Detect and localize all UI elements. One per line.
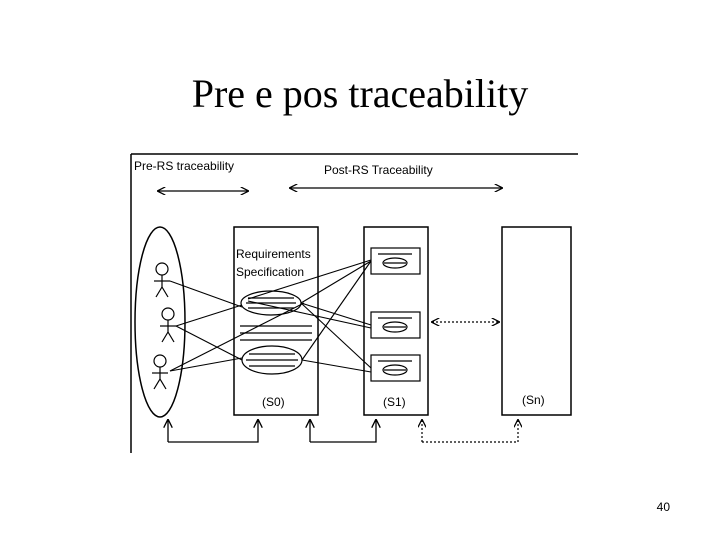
- bottom-connector-1: [168, 420, 258, 443]
- pre-rs-label: Pre-RS traceability: [134, 159, 234, 173]
- stakeholder-figure-1: [154, 262, 170, 298]
- requirement-ellipse-1: [240, 290, 302, 316]
- box-sn-label: (Sn): [522, 393, 545, 407]
- page-number: 40: [656, 500, 670, 514]
- traceability-diagram: Pre-RS traceability Post-RS Traceability…: [130, 153, 578, 453]
- box-s0-label: (S0): [262, 395, 285, 409]
- stakeholder-figure-2: [160, 307, 176, 343]
- s1-artifact-1: [370, 247, 421, 275]
- bottom-connector-dotted: [422, 420, 518, 443]
- s1-artifact-2: [370, 311, 421, 339]
- requirements-label-line2: Specification: [236, 265, 304, 279]
- requirement-trace-links: [247, 259, 372, 373]
- bottom-connector-2: [310, 420, 376, 443]
- stakeholder-figure-3: [152, 354, 168, 390]
- s1-artifact-3: [370, 354, 421, 382]
- stakeholder-trace-links: [169, 280, 305, 372]
- requirements-label-line1: Requirements: [236, 247, 311, 261]
- box-sn: [501, 226, 572, 416]
- box-s1-label: (S1): [383, 395, 406, 409]
- slide-title: Pre e pos traceability: [191, 71, 529, 116]
- requirement-ellipse-2: [241, 345, 303, 375]
- stakeholders-ellipse: [134, 226, 186, 418]
- post-rs-label: Post-RS Traceability: [324, 163, 433, 177]
- box-s0: [233, 226, 319, 416]
